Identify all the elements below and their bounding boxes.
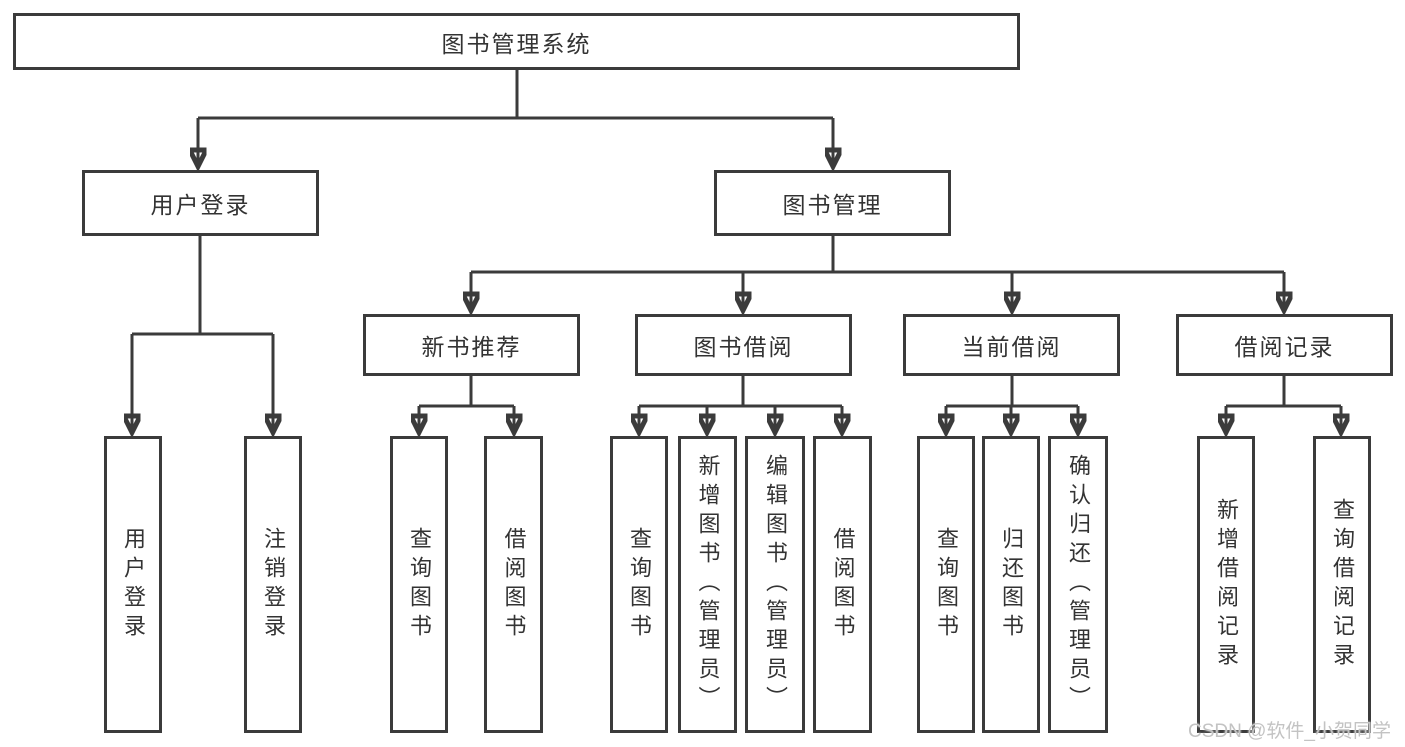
edge-current-borrow-branch [946,376,1078,408]
node-book-management: 图书管理 [714,170,951,236]
node-label: 借阅图书 [501,526,527,643]
leaf-user-login: 用户登录 [104,436,162,733]
node-book-borrowing: 图书借阅 [635,314,852,376]
leaf-bb-edit-books-admin: 编辑图书（管理员） [745,436,805,733]
node-borrowing-records: 借阅记录 [1176,314,1393,376]
leaf-br-query-record: 查询借阅记录 [1313,436,1371,733]
node-label: 查询图书 [407,526,432,643]
node-label: 当前借阅 [961,334,1062,360]
node-new-book-recommend: 新书推荐 [363,314,580,376]
edge-borrow-records-branch [1226,376,1341,408]
leaf-bb-add-books-admin: 新增图书（管理员） [678,436,737,733]
edge-new-book-rec-branch [419,376,514,408]
node-label: 用户登录 [121,526,146,643]
node-current-borrowing: 当前借阅 [903,314,1120,376]
node-user-login: 用户登录 [82,170,319,236]
node-label: 归还图书 [999,526,1024,643]
edge-root-branch [198,70,833,120]
node-label: 确认归还（管理员） [1066,454,1091,715]
watermark-text: CSDN @软件_小贺同学 [1188,721,1391,742]
node-label: 查询图书 [934,526,959,643]
edge-book-borrow-branch [639,376,842,408]
node-label: 编辑图书（管理员） [763,454,788,715]
node-label: 新书推荐 [421,334,522,360]
node-label: 新增借阅记录 [1214,497,1239,672]
leaf-cb-query-books: 查询图书 [917,436,975,733]
edge-user-login-branch [132,236,273,336]
leaf-logout: 注销登录 [244,436,302,733]
leaf-bb-borrow-books: 借阅图书 [813,436,872,733]
node-label: 图书管理系统 [441,30,592,57]
node-label: 查询借阅记录 [1330,497,1355,672]
edge-book-mgmt-branch [471,236,1284,274]
leaf-nbr-query-books: 查询图书 [390,436,448,733]
leaf-bb-query-books: 查询图书 [610,436,668,733]
leaf-cb-return-books: 归还图书 [982,436,1040,733]
node-label: 图书管理 [782,192,883,218]
leaf-br-add-record: 新增借阅记录 [1197,436,1255,733]
leaf-nbr-borrow-books: 借阅图书 [484,436,543,733]
node-book-management-system: 图书管理系统 [13,13,1020,70]
node-label: 查询图书 [627,526,652,643]
node-label: 注销登录 [261,526,286,643]
node-label: 图书借阅 [693,334,794,360]
node-label: 借阅记录 [1234,334,1335,360]
leaf-cb-confirm-return-admin: 确认归还（管理员） [1048,436,1108,733]
node-label: 借阅图书 [830,526,856,643]
node-label: 用户登录 [150,192,251,218]
node-label: 新增图书（管理员） [695,454,721,715]
